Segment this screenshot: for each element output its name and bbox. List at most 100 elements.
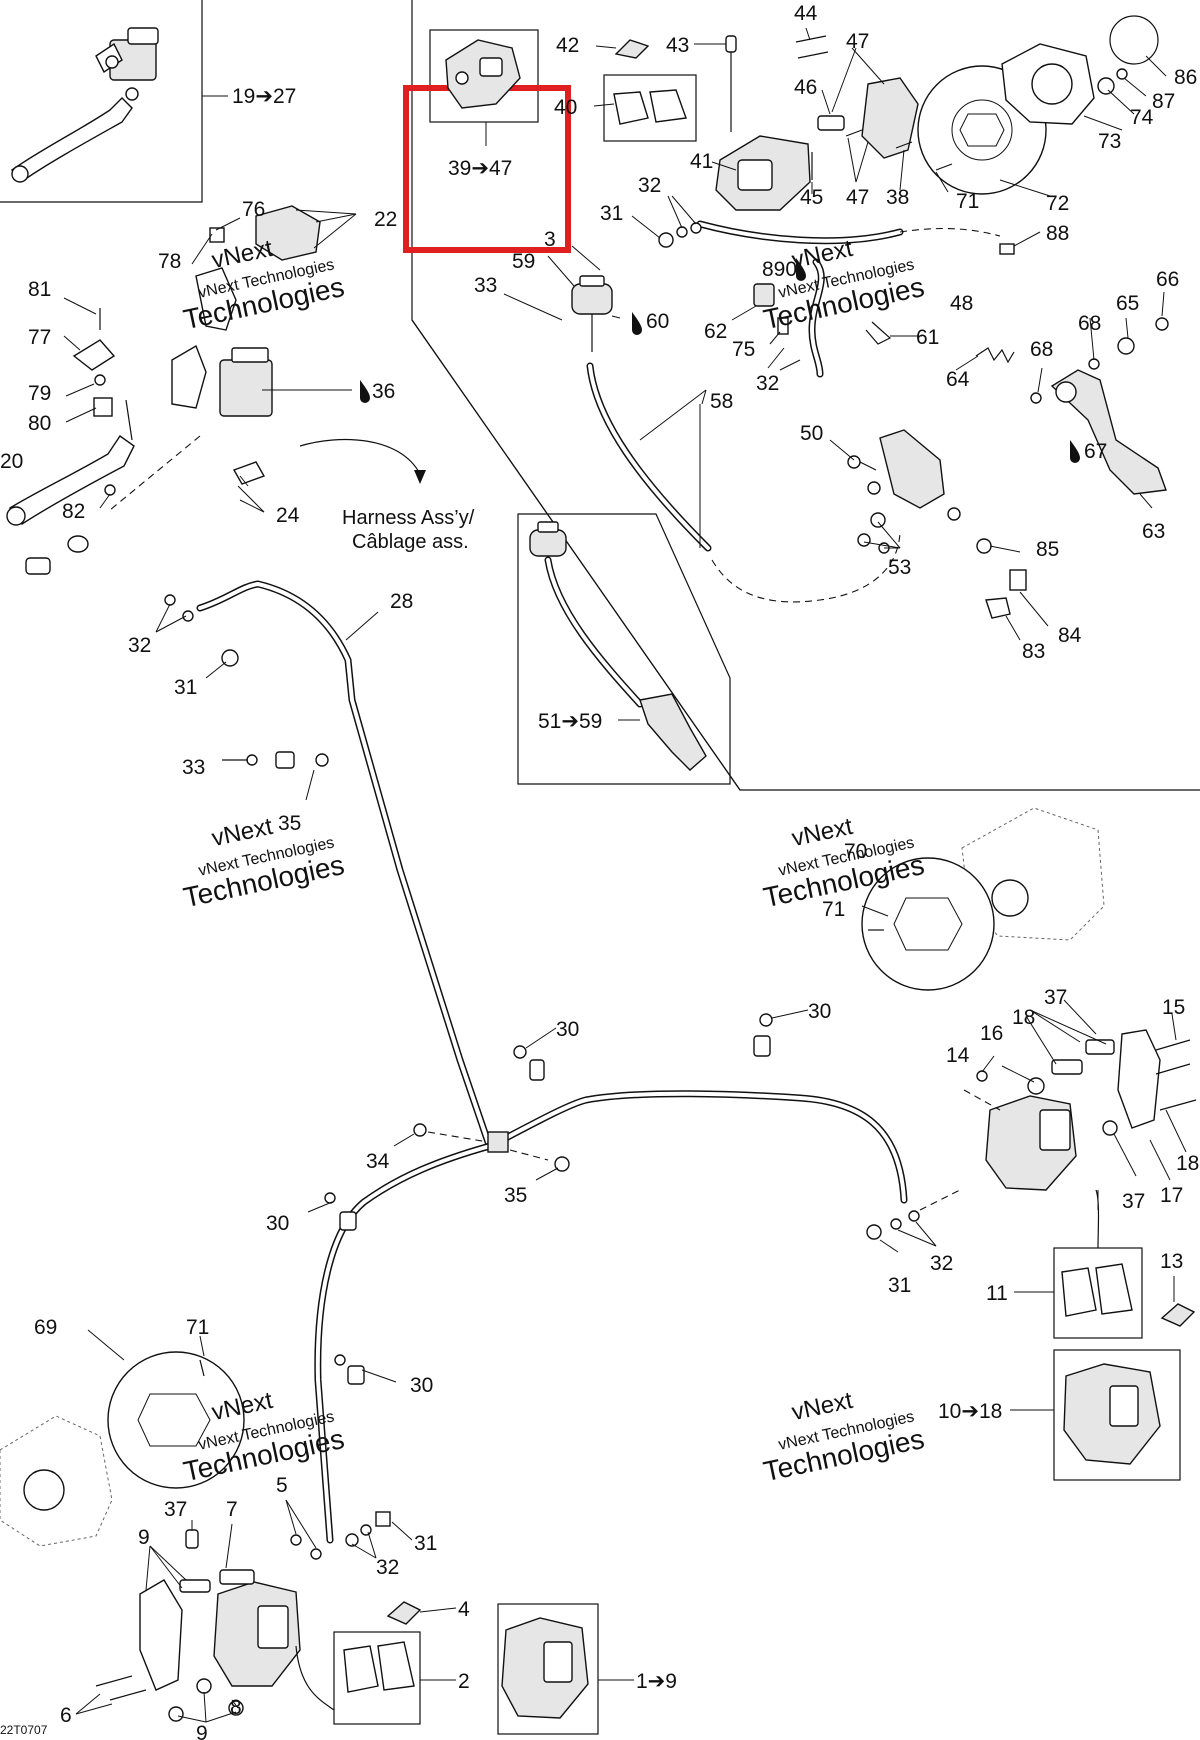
callout-46: 46 xyxy=(794,76,817,99)
callout-19-27: 19➔27 xyxy=(232,85,296,108)
callout-35b: 35 xyxy=(504,1184,527,1207)
callout-7: 7 xyxy=(226,1498,238,1521)
callout-890: 890 xyxy=(762,258,797,281)
leader-lines xyxy=(63,27,1187,1723)
oil-drop-icons xyxy=(360,258,1080,463)
harness-note-fr: Câblage ass. xyxy=(352,531,469,553)
callout-47b: 47 xyxy=(846,186,869,209)
callout-30d: 30 xyxy=(410,1374,433,1397)
callout-70: 70 xyxy=(844,840,867,863)
callout-36: 36 xyxy=(372,380,395,403)
callout-32b: 32 xyxy=(756,372,779,395)
callout-11: 11 xyxy=(986,1282,1008,1305)
callout-71c: 71 xyxy=(186,1316,209,1339)
callout-84: 84 xyxy=(1058,624,1082,647)
callout-33b: 33 xyxy=(182,756,205,779)
callout-50: 50 xyxy=(800,422,823,445)
callout-82: 82 xyxy=(62,500,85,523)
callout-42: 42 xyxy=(556,34,579,57)
callout-31b: 31 xyxy=(174,676,197,699)
drawing-code: 22T0707 xyxy=(0,1723,48,1737)
callout-3: 3 xyxy=(544,228,556,251)
callout-77: 77 xyxy=(28,326,51,349)
callout-35: 35 xyxy=(278,812,301,835)
callout-48: 48 xyxy=(950,292,973,315)
callout-14: 14 xyxy=(946,1044,970,1067)
callout-85: 85 xyxy=(1036,538,1059,561)
callout-8: 8 xyxy=(230,1696,242,1719)
reservoir-group-58-60 xyxy=(571,275,901,603)
callout-34: 34 xyxy=(366,1150,390,1173)
callout-65: 65 xyxy=(1116,292,1139,315)
callout-72: 72 xyxy=(1046,192,1069,215)
callout-18b: 18 xyxy=(1176,1152,1199,1175)
callout-30b: 30 xyxy=(808,1000,831,1023)
svg-text:vNext: vNext xyxy=(789,1387,855,1426)
callout-76: 76 xyxy=(242,198,265,221)
callout-5: 5 xyxy=(276,1474,288,1497)
callout-16: 16 xyxy=(980,1022,1003,1045)
callout-18: 18 xyxy=(1012,1006,1035,1029)
callout-68a: 68 xyxy=(1078,312,1101,335)
callout-53: 53 xyxy=(888,556,911,579)
callout-71b: 71 xyxy=(822,898,845,921)
callout-17: 17 xyxy=(1160,1184,1183,1207)
right-front-caliper-group xyxy=(963,1029,1197,1191)
callout-63: 63 xyxy=(1142,520,1165,543)
callout-2: 2 xyxy=(458,1670,470,1693)
callout-37b: 37 xyxy=(1122,1190,1145,1213)
left-front-caliper-group xyxy=(95,1511,589,1722)
callout-67: 67 xyxy=(1084,440,1107,463)
callout-32: 32 xyxy=(638,174,661,197)
callout-33: 33 xyxy=(474,274,497,297)
rear-caliper-group xyxy=(613,15,1159,211)
right-front-hub-disc xyxy=(861,807,1105,991)
callout-81: 81 xyxy=(28,278,51,301)
callout-1-9: 1➔9 xyxy=(636,1670,677,1693)
callout-31c: 31 xyxy=(888,1274,911,1297)
callout-39-47: 39➔47 xyxy=(448,157,512,180)
callout-44: 44 xyxy=(794,2,818,25)
callout-31d: 31 xyxy=(414,1532,437,1555)
oil-drop-icon xyxy=(632,312,642,335)
callout-9a: 9 xyxy=(138,1526,150,1549)
callout-41: 41 xyxy=(690,150,713,173)
caliper-assembly-39-47 xyxy=(445,39,521,146)
callout-22: 22 xyxy=(374,208,397,231)
callout-61: 61 xyxy=(916,326,939,349)
callout-30c: 30 xyxy=(266,1212,289,1235)
callout-40: 40 xyxy=(554,96,577,119)
callout-66: 66 xyxy=(1156,268,1179,291)
callout-75: 75 xyxy=(732,338,755,361)
callout-9b: 9 xyxy=(196,1722,208,1740)
callout-32c: 32 xyxy=(128,634,151,657)
oil-drop-icon xyxy=(1070,440,1080,463)
callout-37: 37 xyxy=(1044,986,1067,1009)
callout-45: 45 xyxy=(800,186,823,209)
callout-38: 38 xyxy=(886,186,909,209)
callout-64: 64 xyxy=(946,368,970,391)
callout-10-18: 10➔18 xyxy=(938,1400,1002,1423)
callout-20: 20 xyxy=(0,450,23,473)
callout-79: 79 xyxy=(28,382,51,405)
callout-58: 58 xyxy=(710,390,733,413)
callout-59: 59 xyxy=(512,250,535,273)
callout-37c: 37 xyxy=(164,1498,187,1521)
callout-60: 60 xyxy=(646,310,669,333)
lever-assembly-19-27 xyxy=(10,27,228,183)
watermarks: vNext vNext Technologies Technologies vN… xyxy=(181,235,927,1487)
callout-83: 83 xyxy=(1022,640,1045,663)
callout-15: 15 xyxy=(1162,996,1185,1019)
callout-13: 13 xyxy=(1160,1250,1183,1273)
rear-hose-group xyxy=(658,220,1015,378)
callout-43: 43 xyxy=(666,34,689,57)
linkage-group-50-85 xyxy=(847,429,1027,619)
callout-62: 62 xyxy=(704,320,727,343)
watermark: vNext vNext Technologies Technologies xyxy=(761,1387,927,1487)
brake-pedal-group xyxy=(1030,317,1169,495)
left-front-hub-disc xyxy=(0,1351,245,1547)
callout-24: 24 xyxy=(276,504,300,527)
main-brake-line xyxy=(164,580,961,1544)
right-pads-and-caliper-boxes xyxy=(1061,1263,1196,1465)
callout-30a: 30 xyxy=(556,1018,579,1041)
